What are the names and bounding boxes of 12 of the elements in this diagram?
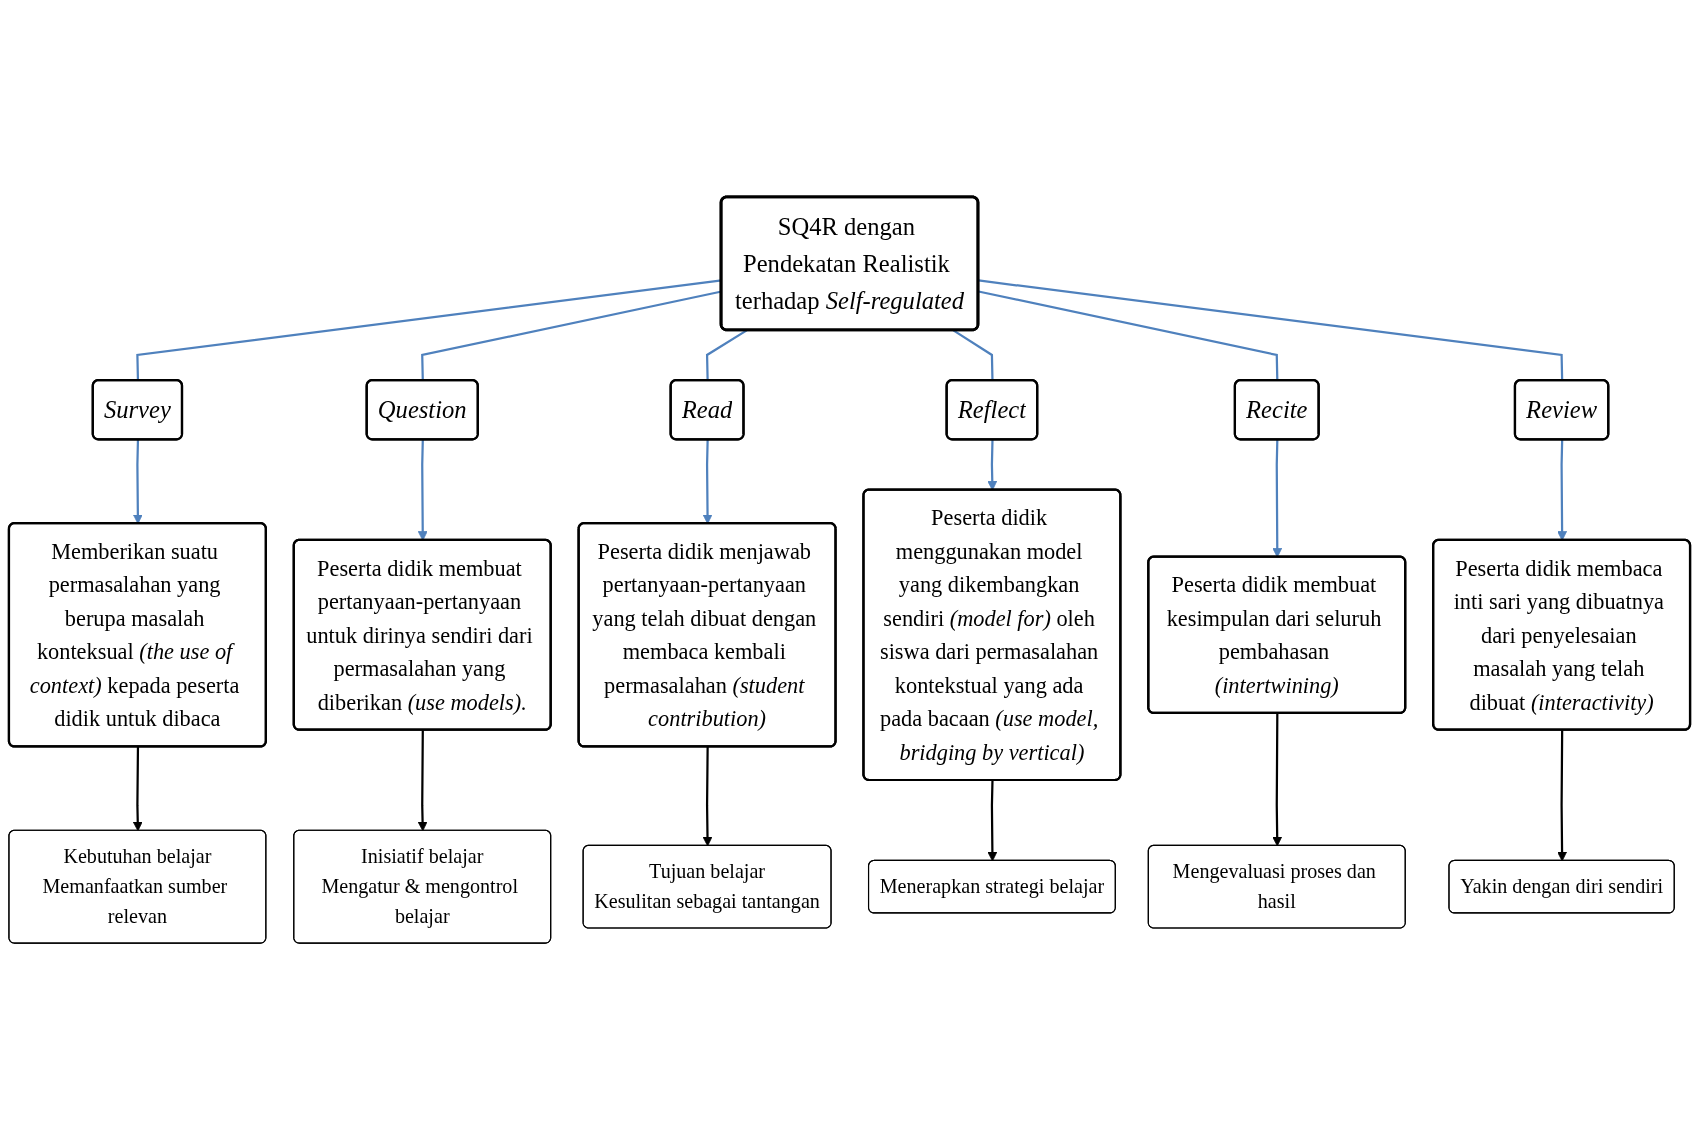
arrow bbox=[987, 780, 998, 862]
connector bbox=[978, 290, 1279, 381]
connector bbox=[136, 279, 722, 381]
connector bbox=[952, 329, 994, 381]
arrow bbox=[702, 747, 713, 847]
connector bbox=[421, 290, 722, 381]
arrow bbox=[132, 747, 143, 832]
arrow bbox=[417, 730, 428, 832]
connector bbox=[705, 329, 748, 381]
arrow bbox=[1557, 730, 1567, 862]
arrow bbox=[1272, 713, 1283, 847]
connector bbox=[978, 279, 1564, 381]
